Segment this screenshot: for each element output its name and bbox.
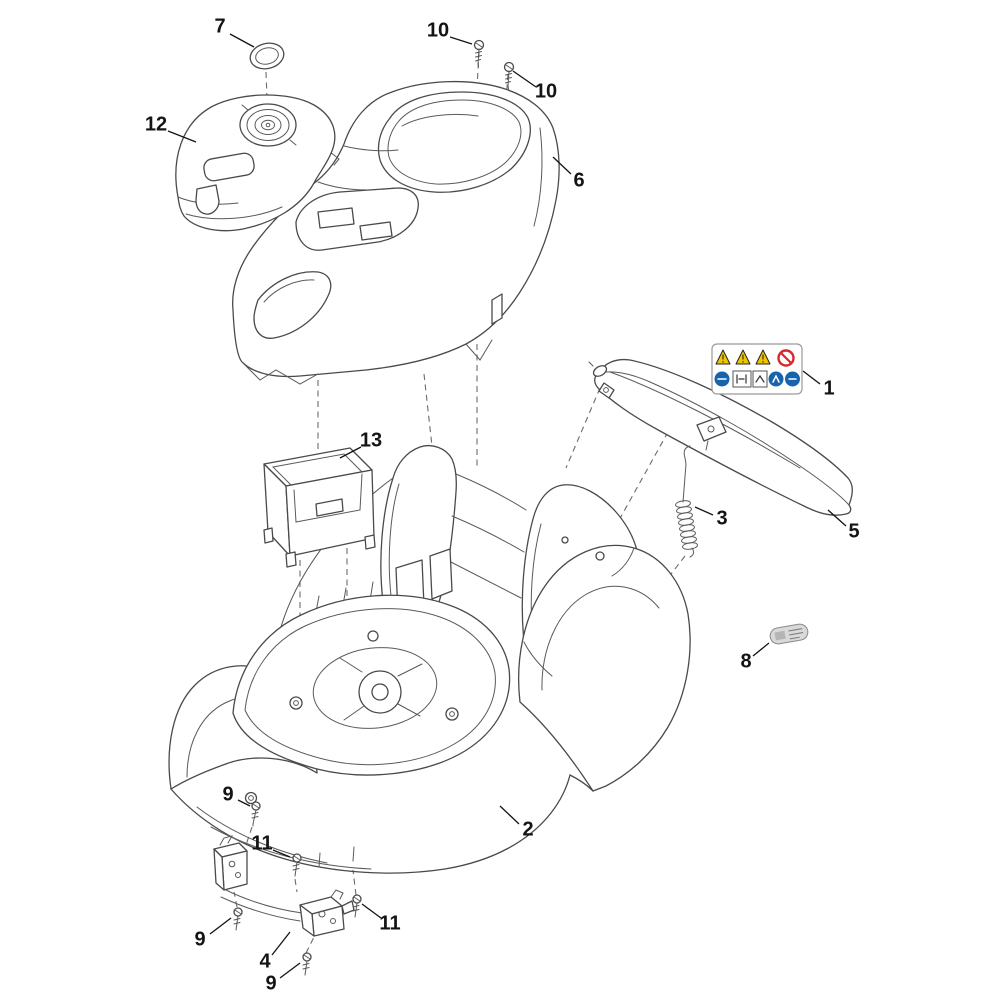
callout-4: 4 <box>259 950 271 973</box>
callout-11b: 11 <box>379 912 401 935</box>
callout-2: 2 <box>522 818 534 841</box>
callout-6: 6 <box>573 169 585 192</box>
callout-11a: 11 <box>251 832 273 855</box>
top-cover-drawing <box>175 94 336 232</box>
callout-8: 8 <box>740 650 752 673</box>
callout-leader-lines <box>167 33 847 979</box>
callout-9a: 9 <box>222 783 234 806</box>
upper-housing-drawing <box>232 80 560 385</box>
spring-drawing <box>675 445 698 558</box>
battery-box-drawing <box>263 447 376 568</box>
bottom-bracket-drawing <box>213 835 355 937</box>
callout-5: 5 <box>848 520 860 543</box>
callout-3: 3 <box>716 507 728 530</box>
screw-9b-drawing <box>233 907 243 931</box>
callout-10a: 10 <box>426 19 450 42</box>
cap-drawing <box>249 42 285 70</box>
callout-9b: 9 <box>194 928 206 951</box>
callout-12: 12 <box>144 113 168 136</box>
deflector-drawing <box>588 358 853 516</box>
callout-1: 1 <box>823 377 835 400</box>
screw-11a-drawing <box>292 853 302 877</box>
screw-9c-drawing <box>302 952 312 976</box>
callout-9c: 9 <box>265 972 277 995</box>
callout-7: 7 <box>214 15 226 38</box>
model-label-drawing <box>769 623 809 645</box>
screw-10b-drawing <box>503 61 515 90</box>
screw-9a-drawing <box>251 801 261 827</box>
screw-10a-drawing <box>473 39 485 68</box>
mower-housing-drawing <box>168 444 691 874</box>
warning-label-drawing <box>711 343 803 395</box>
callout-10b: 10 <box>534 80 558 103</box>
screw-11b-drawing <box>352 894 362 918</box>
callout-13: 13 <box>359 429 383 452</box>
